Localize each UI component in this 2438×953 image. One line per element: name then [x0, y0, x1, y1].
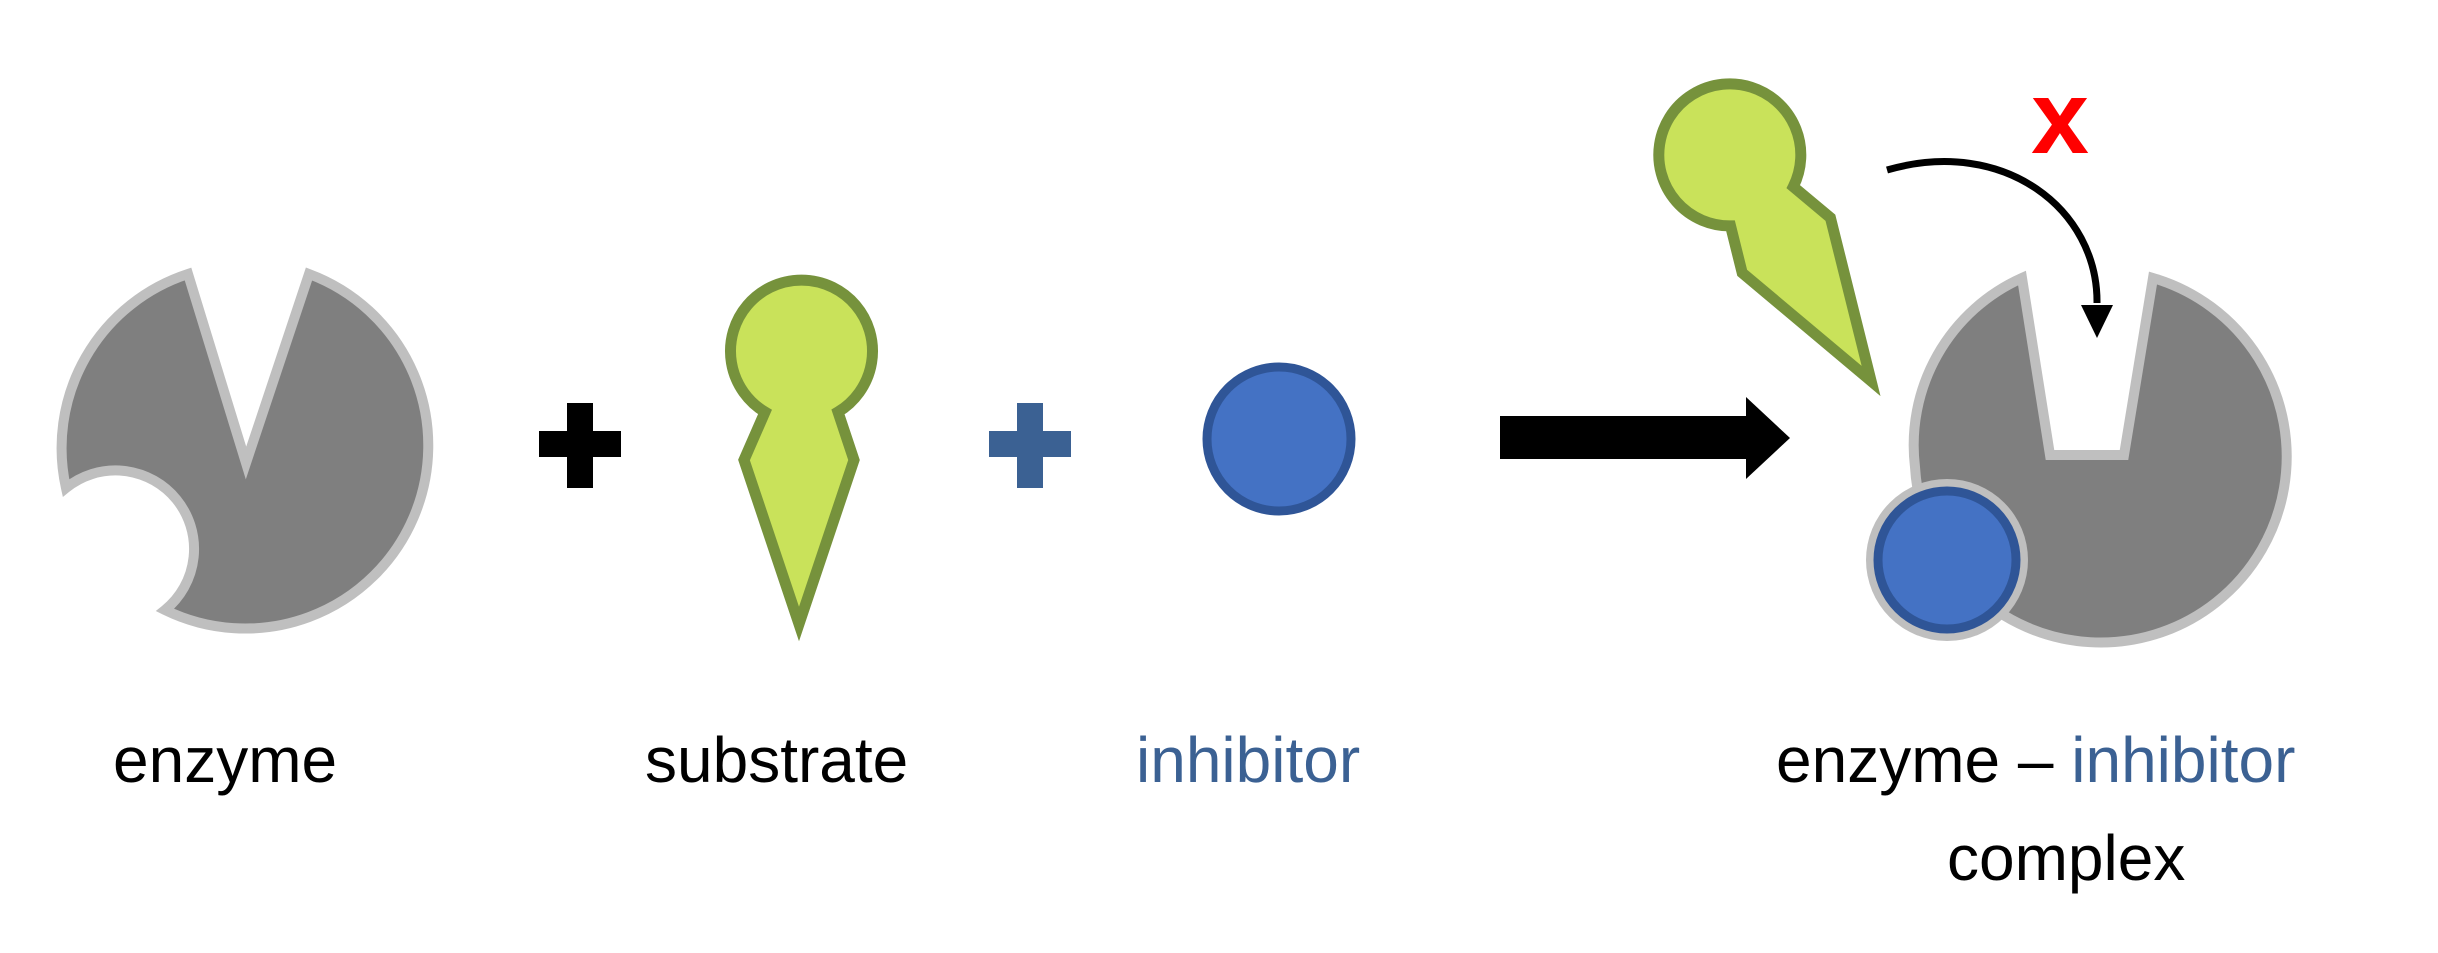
reaction-arrow-icon	[1500, 397, 1790, 479]
plus-icon	[539, 403, 621, 488]
complex-label-line2: complex	[1947, 822, 2186, 894]
complex-dash: –	[2017, 724, 2054, 796]
complex-label-line1: enzyme – inhibitor	[1776, 728, 2295, 792]
enzyme-label: enzyme	[113, 724, 338, 796]
inhibitor-label: inhibitor	[1136, 724, 1361, 796]
substrate-icon	[725, 274, 878, 642]
inhibitor-icon	[1873, 486, 2021, 634]
enzyme-icon	[56, 267, 434, 634]
complex-enzyme-word: enzyme	[1776, 724, 2001, 796]
substrate-icon	[1653, 78, 1881, 397]
plus-icon	[989, 403, 1071, 488]
blocked-x-icon: x	[2031, 60, 2089, 176]
complex-inhibitor-word: inhibitor	[2071, 724, 2296, 796]
substrate-label: substrate	[645, 724, 909, 796]
inhibitor-icon	[1202, 362, 1356, 516]
curved-arrow-icon	[1886, 158, 2113, 338]
